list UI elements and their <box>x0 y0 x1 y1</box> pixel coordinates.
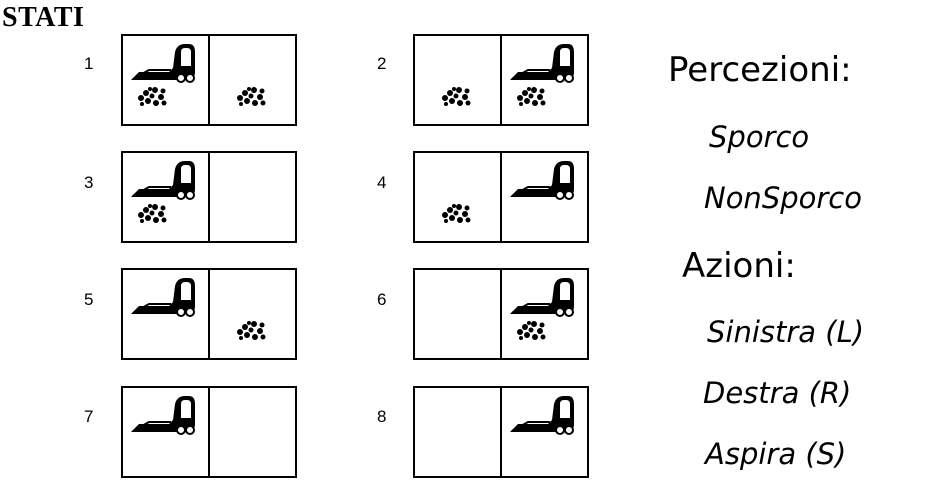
vacuum-cleaner-icon <box>129 394 197 436</box>
state-number: 3 <box>84 173 94 192</box>
left-square <box>123 36 210 124</box>
right-square <box>502 153 587 241</box>
dirt-icon <box>135 203 169 225</box>
left-square <box>123 388 210 476</box>
right-square <box>210 153 295 241</box>
dirt-icon <box>234 86 268 108</box>
state-number: 4 <box>377 173 387 192</box>
dirt-icon <box>439 203 473 225</box>
state-box <box>413 268 589 360</box>
page-title: STATI <box>2 2 85 33</box>
percezioni-heading: Percezioni: <box>668 50 852 90</box>
left-square <box>123 153 210 241</box>
vacuum-cleaner-icon <box>508 276 576 318</box>
percezione-item: Sporco <box>709 120 810 154</box>
vacuum-cleaner-icon <box>508 42 576 84</box>
state-box <box>121 34 297 126</box>
right-square <box>502 270 587 358</box>
state-box <box>413 34 589 126</box>
state-number: 8 <box>377 407 387 426</box>
state-box <box>413 386 589 478</box>
dirt-icon <box>514 320 548 342</box>
state-number: 2 <box>377 54 387 73</box>
state-box <box>121 386 297 478</box>
state-number: 5 <box>84 290 94 309</box>
percezione-item: NonSporco <box>704 181 862 215</box>
left-square <box>415 270 502 358</box>
left-square <box>415 153 502 241</box>
state-box <box>121 151 297 243</box>
state-number: 7 <box>84 407 94 426</box>
right-square <box>210 388 295 476</box>
right-square <box>502 36 587 124</box>
left-square <box>415 388 502 476</box>
state-box <box>413 151 589 243</box>
left-square <box>415 36 502 124</box>
vacuum-cleaner-icon <box>508 159 576 201</box>
vacuum-cleaner-icon <box>129 42 197 84</box>
state-box <box>121 268 297 360</box>
right-square <box>210 270 295 358</box>
right-square <box>502 388 587 476</box>
dirt-icon <box>439 86 473 108</box>
vacuum-cleaner-icon <box>129 159 197 201</box>
azioni-heading: Azioni: <box>682 246 796 286</box>
azione-item: Destra (R) <box>703 376 852 410</box>
left-square <box>123 270 210 358</box>
vacuum-cleaner-icon <box>508 394 576 436</box>
dirt-icon <box>135 86 169 108</box>
dirt-icon <box>234 320 268 342</box>
state-number: 6 <box>377 290 387 309</box>
azione-item: Sinistra (L) <box>707 315 865 349</box>
right-square <box>210 36 295 124</box>
dirt-icon <box>514 86 548 108</box>
vacuum-cleaner-icon <box>129 276 197 318</box>
azione-item: Aspira (S) <box>705 437 847 471</box>
state-number: 1 <box>84 54 94 73</box>
